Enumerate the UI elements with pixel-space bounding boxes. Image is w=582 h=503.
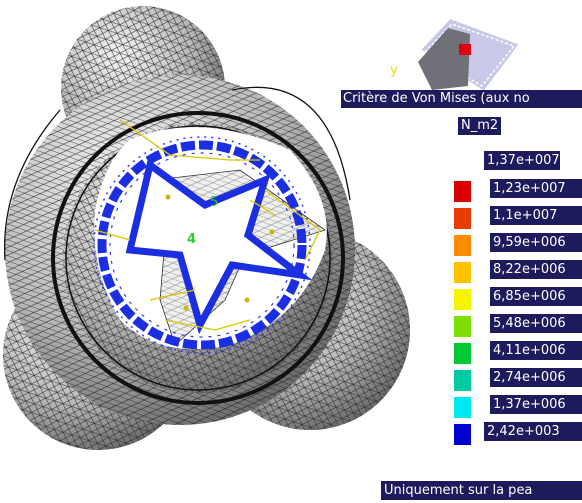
legend-entry-label: 1,37e+006: [490, 395, 582, 414]
y-axis-label: y: [390, 63, 398, 78]
legend-swatch: [454, 235, 471, 256]
legend-entry-label: 9,59e+006: [490, 233, 582, 252]
legend-swatch: [454, 424, 471, 445]
legend-swatch: [454, 397, 471, 418]
legend-footer: Uniquement sur la pea: [381, 481, 582, 500]
view-compass[interactable]: [402, 16, 522, 94]
constraint-nodes: [165, 194, 275, 311]
legend-entry-label: 2,42e+003: [484, 422, 582, 441]
node-label-4: 4: [187, 232, 197, 247]
legend-swatch: [454, 343, 471, 364]
boundary-nodes-ring: [93, 136, 311, 354]
legend-entry-label: 1,1e+007: [490, 206, 582, 225]
legend-swatch: [454, 289, 471, 310]
legend-swatch: [454, 208, 471, 229]
node-label-5: 5: [210, 195, 219, 210]
legend-entry-label: 4,11e+006: [490, 341, 582, 360]
legend-title: Critère de Von Mises (aux no: [341, 90, 582, 108]
legend-swatch: [454, 262, 471, 283]
tripod-star: [125, 159, 313, 335]
legend-entry-label: 5,48e+006: [490, 314, 582, 333]
legend-top-value: 1,37e+007: [484, 151, 560, 170]
legend-entry-label: 8,22e+006: [490, 260, 582, 279]
legend-unit: N_m2: [458, 117, 502, 135]
legend-swatch: [454, 316, 471, 337]
legend-entry-label: 1,23e+007: [490, 179, 582, 198]
legend-swatch: [454, 370, 471, 391]
constraint-lines: [94, 119, 321, 331]
legend-entry-label: 2,74e+006: [490, 368, 582, 387]
legend-swatch: [454, 181, 471, 202]
legend-entry-label: 6,85e+006: [490, 287, 582, 306]
